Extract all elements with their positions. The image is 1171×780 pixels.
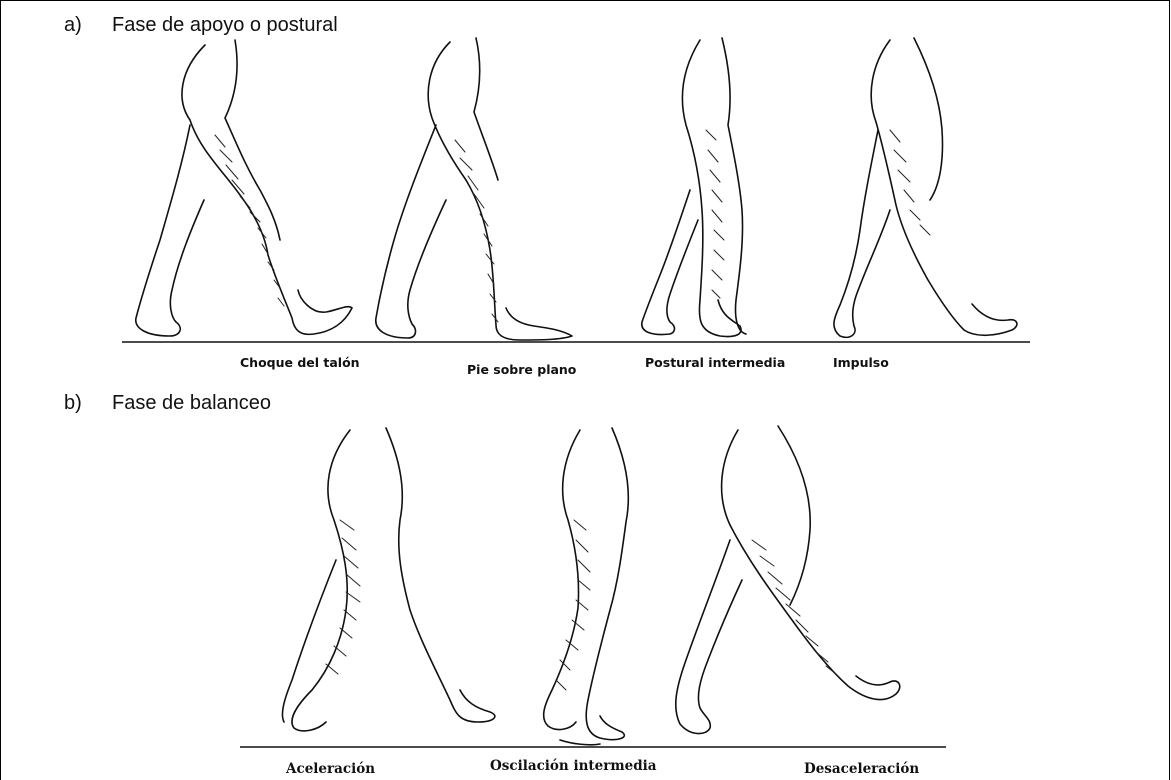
figure-heel-strike	[136, 40, 352, 336]
caption-midswing: Oscilación intermedia	[490, 758, 657, 774]
figure-acceleration	[282, 428, 494, 731]
caption-push-off: Impulso	[833, 355, 889, 370]
figure-push-off	[834, 38, 1017, 337]
caption-foot-flat: Pie sobre plano	[467, 362, 577, 377]
caption-acceleration: Aceleración	[285, 761, 375, 776]
figure-deceleration	[676, 426, 900, 734]
figure-midstance	[642, 38, 746, 337]
figure-foot-flat	[376, 38, 572, 340]
caption-midstance: Postural intermedia	[645, 355, 785, 370]
caption-deceleration: Desaceleración	[804, 761, 919, 776]
caption-heel-strike: Choque del talón	[240, 355, 360, 370]
figure-midswing	[544, 428, 629, 745]
